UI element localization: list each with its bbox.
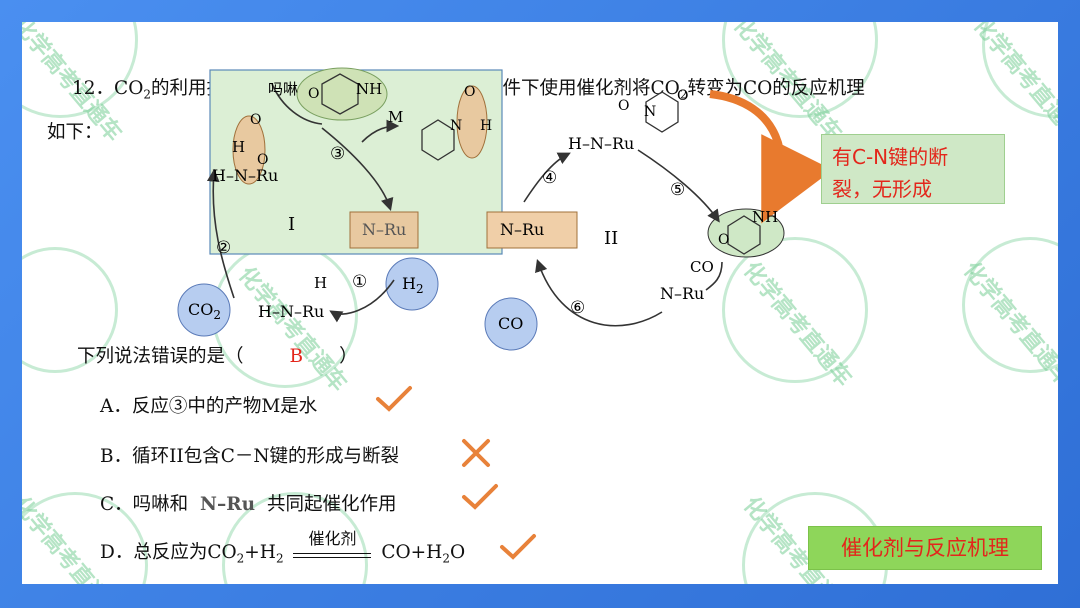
o-label: O	[677, 88, 689, 104]
morpholine-ring	[727, 215, 761, 255]
o-label: O	[308, 86, 320, 102]
h-label: H	[232, 138, 246, 156]
m-label: M	[388, 108, 404, 126]
slide-card: 化学高考直通车 化学高考直通车 化学高考直通车 化学高考直通车 化学高考直通车 …	[22, 22, 1058, 584]
h-label: H	[314, 274, 328, 292]
n-ru-label: N–Ru	[362, 220, 407, 239]
check-icon	[500, 534, 536, 560]
o-label: O	[257, 152, 269, 168]
co-circle	[484, 297, 538, 351]
co-label: CO	[498, 314, 524, 333]
nru-highlight-right	[486, 211, 578, 249]
nh-label: NH	[752, 208, 779, 226]
co2-circle	[177, 283, 231, 337]
morpholine-ring	[321, 73, 359, 115]
cycle-1-label: I	[288, 214, 296, 235]
co2-label: CO2	[188, 300, 221, 323]
n-ru-label: N–Ru	[500, 220, 545, 239]
question-prompt: 下列说法错误的是（B）	[77, 346, 358, 367]
hn-ru-label: H–N–Ru	[212, 166, 279, 185]
step-1-label: ①	[352, 272, 368, 292]
co-label: CO	[690, 258, 714, 276]
catalyst-arrow: 催化剂	[293, 529, 372, 558]
step-4-label: ④	[542, 168, 558, 188]
answer-letter: B	[289, 346, 304, 367]
h2-label: H2	[402, 274, 424, 297]
option-d: D．总反应为CO2+H2 催化剂 CO+H2O	[100, 529, 466, 566]
morpholine-ring	[645, 91, 679, 133]
cycle-2-label: II	[604, 228, 619, 249]
step-3-label: ③	[330, 144, 346, 164]
morpholine-ring	[421, 119, 455, 161]
n-ru-label: N–Ru	[660, 284, 705, 303]
check-icon	[376, 386, 412, 412]
topic-annotation: 催化剂与反应机理	[808, 526, 1042, 570]
hn-ru-label: H–N–Ru	[568, 134, 635, 153]
option-c: C．吗啉和 N–Ru 共同起催化作用	[100, 494, 397, 515]
h2-circle	[385, 257, 439, 311]
formamide-highlight	[456, 85, 488, 159]
option-b: B．循环II包含C－N键的形成与断裂	[100, 446, 400, 467]
h-label: H	[480, 118, 493, 134]
step-2-label: ②	[216, 238, 232, 258]
morpholine-label: 吗啉	[268, 80, 299, 98]
hn-ru-label: H–N–Ru	[258, 302, 325, 321]
step-5-label: ⑤	[670, 180, 686, 200]
step-6-label: ⑥	[570, 298, 586, 318]
nru-highlight-left	[349, 211, 419, 249]
n-label: N	[450, 118, 463, 134]
o-label: O	[718, 232, 730, 248]
reaction-mechanism-diagram	[177, 67, 833, 351]
morpholine-highlight	[296, 67, 388, 121]
option-a: A．反应③中的产物M是水	[100, 396, 318, 417]
formate-highlight	[232, 115, 266, 185]
nh-label: NH	[356, 80, 383, 98]
o-label: O	[464, 84, 476, 100]
question-line-2: 如下：	[47, 122, 103, 143]
n-label: N	[644, 104, 657, 120]
bond-annotation: 有C-N键的断 裂，无形成	[821, 134, 1005, 204]
o-label: O	[618, 98, 630, 114]
watermark-ring	[722, 237, 868, 383]
cross-icon	[462, 439, 490, 467]
nru-structure: N–Ru	[200, 494, 256, 515]
check-icon	[462, 484, 498, 510]
o-label: O	[250, 112, 262, 128]
